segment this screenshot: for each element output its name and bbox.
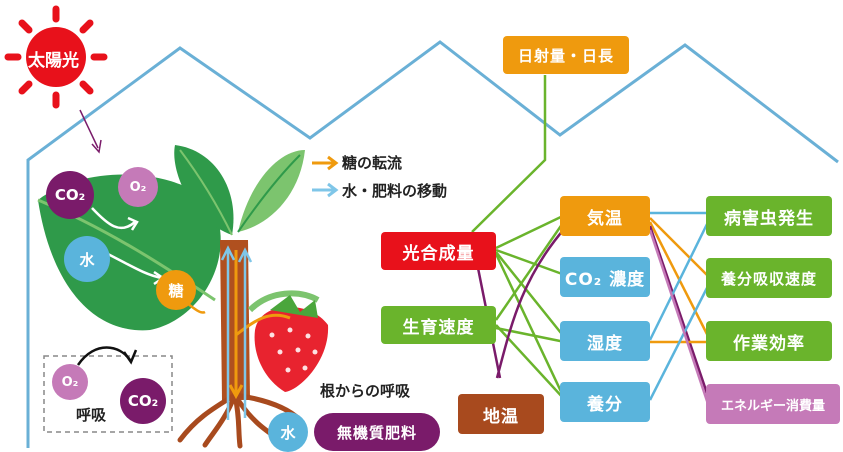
respiration-label: 呼吸 — [76, 406, 107, 424]
absorption-rate-box: 養分吸収速度 — [706, 258, 832, 298]
work-efficiency-box: 作業効率 — [706, 321, 832, 361]
humidity-box: 湿度 — [560, 321, 650, 361]
inset-o2-bubble: O₂ — [52, 364, 88, 400]
legend-arrow-water — [312, 182, 339, 198]
greenhouse-outline — [26, 40, 839, 448]
sugar-bubble: 糖 — [156, 270, 196, 310]
air-temp-box: 気温 — [560, 196, 650, 236]
photosynthesis-box: 光合成量 — [381, 232, 496, 270]
sugar-flow-arrows — [228, 250, 291, 400]
legend-water-flow: 水・肥料の移動 — [342, 182, 448, 200]
co2-concentration-box: CO₂ 濃度 — [560, 257, 650, 297]
root-respiration-label: 根からの呼吸 — [320, 382, 411, 400]
water-flow-arrows — [220, 245, 253, 420]
water-bubble: 水 — [64, 236, 110, 282]
legend-arrow-sugar — [312, 155, 339, 171]
fertilizer-badge: 無機質肥料 — [314, 413, 440, 451]
respiration-inset-frame — [43, 355, 173, 433]
nutrient-box: 養分 — [560, 382, 650, 422]
top-leaf-right — [238, 150, 305, 232]
inset-co2-bubble: CO₂ — [120, 378, 166, 424]
daylight-box: 日射量・日長 — [503, 36, 629, 74]
legend-sugar-flow: 糖の転流 — [342, 154, 403, 172]
root-water-bubble: 水 — [268, 412, 308, 452]
pest-outbreak-box: 病害虫発生 — [706, 196, 832, 236]
sun-icon — [4, 5, 108, 109]
strawberry-icon — [254, 306, 329, 392]
soil-temp-box: 地温 — [458, 394, 544, 434]
growth-rate-box: 生育速度 — [381, 306, 496, 344]
energy-consumption-box: エネルギー消費量 — [706, 384, 840, 424]
co2-bubble: CO₂ — [46, 171, 94, 219]
top-leaf-left — [174, 145, 234, 235]
sun-label: 太陽光 — [28, 51, 79, 71]
o2-bubble: O₂ — [118, 167, 158, 207]
